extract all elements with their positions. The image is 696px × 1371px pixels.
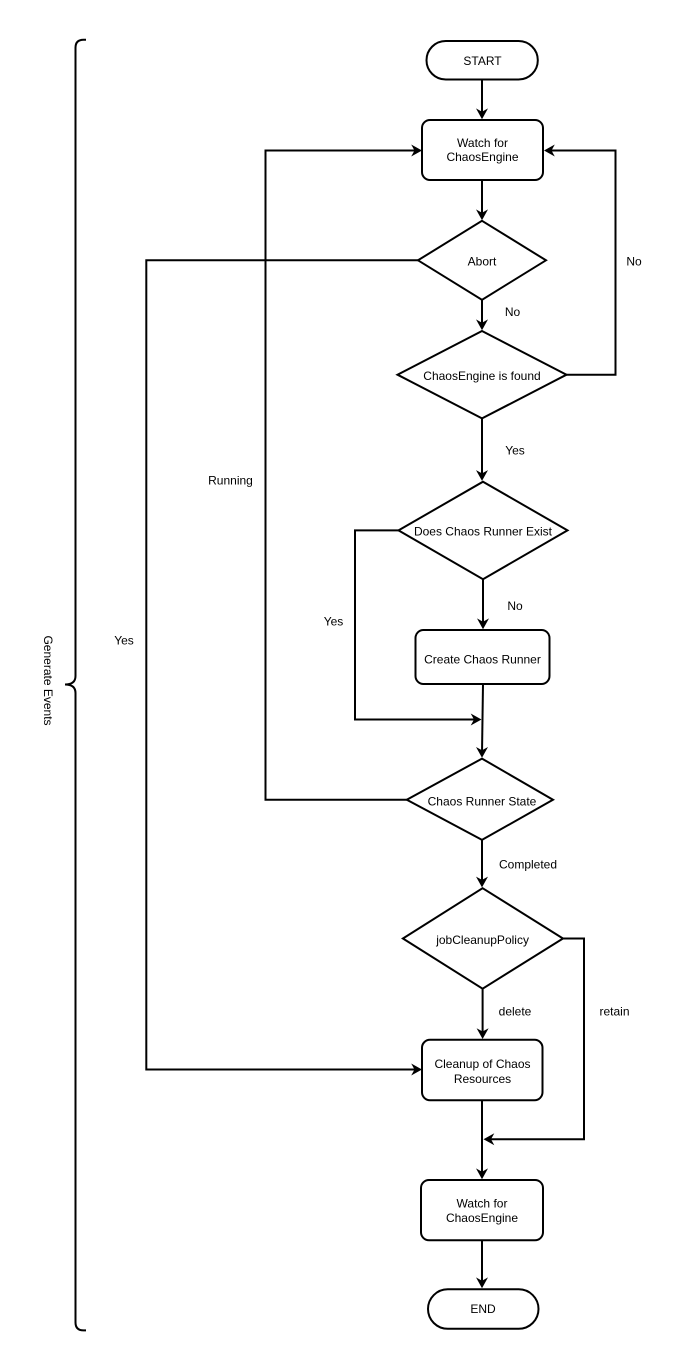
svg-text:Cleanup of Chaos: Cleanup of Chaos [434,1057,530,1071]
svg-text:Yes: Yes [114,633,134,647]
svg-text:jobCleanupPolicy: jobCleanupPolicy [435,933,529,947]
svg-text:Does Chaos Runner Exist: Does Chaos Runner Exist [414,524,553,538]
svg-text:retain: retain [599,1004,629,1018]
svg-text:END: END [470,1302,496,1316]
svg-text:Abort: Abort [468,254,497,268]
svg-text:Yes: Yes [324,614,344,628]
svg-text:Generate Events: Generate Events [41,635,55,725]
svg-text:Yes: Yes [505,443,525,457]
svg-text:ChaosEngine is found: ChaosEngine is found [423,369,540,383]
svg-text:Running: Running [208,473,253,487]
svg-text:START: START [463,54,502,68]
svg-text:No: No [626,254,642,268]
svg-text:ChaosEngine: ChaosEngine [446,150,518,164]
svg-text:ChaosEngine: ChaosEngine [446,1211,518,1225]
svg-text:Completed: Completed [499,857,557,871]
svg-text:Watch for: Watch for [457,1197,508,1211]
svg-text:delete: delete [499,1004,532,1018]
svg-text:No: No [507,599,523,613]
svg-text:Watch for: Watch for [457,136,508,150]
svg-text:Resources: Resources [454,1072,511,1086]
svg-text:No: No [505,305,521,319]
svg-text:Create Chaos Runner: Create Chaos Runner [424,653,541,667]
svg-text:Chaos Runner State: Chaos Runner State [428,794,537,808]
